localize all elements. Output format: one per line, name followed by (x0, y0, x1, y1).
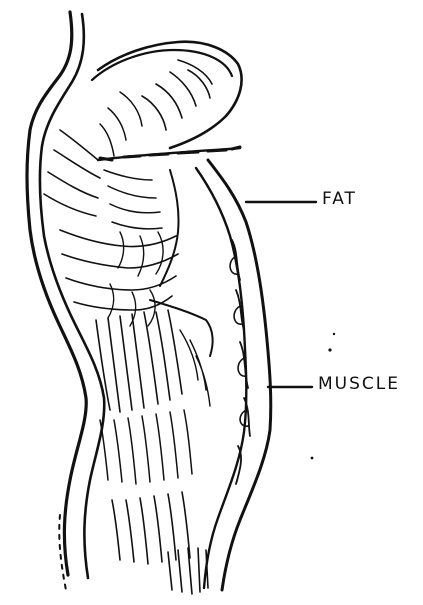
label-leaders (246, 202, 316, 387)
shoulder-muscle (92, 42, 242, 156)
front-contour (196, 160, 271, 590)
abdominal-muscles (96, 300, 213, 484)
muscle-label: MUSCLE (318, 374, 400, 394)
fat-label: FAT (322, 189, 357, 209)
hip-muscles (112, 492, 208, 594)
back-contour (27, 12, 104, 590)
ink-specks (311, 333, 336, 460)
chest-muscle (44, 130, 240, 229)
